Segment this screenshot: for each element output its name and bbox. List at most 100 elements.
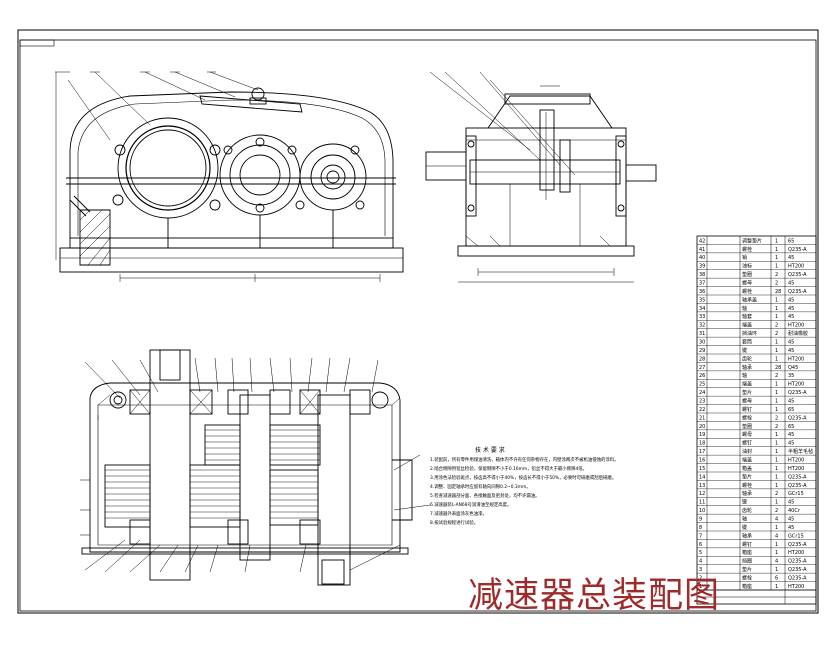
bom-cell-material: GCr15 [788, 491, 804, 497]
inner-border [19, 39, 817, 612]
bom-cell-material: Q235-A [788, 483, 807, 489]
bom-cell-qty: 2 [775, 424, 778, 430]
bom-cell-name: 端盖 [742, 381, 752, 388]
bom-cell-qty: 1 [775, 382, 778, 388]
bom-cell-no: 10 [699, 508, 705, 514]
bom-cell-no: 33 [699, 314, 705, 320]
bom-cell-no: 12 [699, 491, 705, 497]
bom-cell-material: 45 [788, 432, 794, 438]
bom-cell-material: Q235-A [788, 474, 807, 480]
tech-note-line: 6.减速器装L-AN68号润滑油至规定高度。 [430, 501, 511, 508]
bom-cell-qty: 1 [775, 567, 778, 573]
bom-cell-name: 螺母 [742, 279, 752, 286]
bom-cell-name: 齿轮 [742, 355, 752, 362]
bom-cell-qty: 2 [775, 323, 778, 329]
bom-cell-no: 42 [699, 238, 705, 244]
bom-cell-material: Q235-A [788, 575, 807, 581]
bom-cell-no: 27 [699, 365, 705, 371]
bom-cell-name: 垫片 [742, 473, 752, 480]
bom-cell-name: 挡油环 [742, 330, 757, 337]
bom-cell-qty: 2 [775, 508, 778, 514]
bom-cell-qty: 1 [775, 407, 778, 413]
bom-cell-material: Q235-A [788, 567, 807, 573]
bom-cell-qty: 1 [775, 466, 778, 472]
bom-cell-name: 油标 [742, 263, 752, 270]
bom-cell-name: 轴承盖 [742, 296, 757, 303]
outer-border [17, 29, 819, 614]
bom-cell-qty: 1 [775, 348, 778, 354]
bom-cell-material: 45 [788, 348, 794, 354]
bom-cell-qty: 1 [775, 542, 778, 548]
bom-cell-name: 轴 [742, 305, 747, 312]
bom-cell-qty: 1 [775, 247, 778, 253]
bom-cell-name: 轴承 [742, 364, 752, 371]
bom-cell-no: 11 [699, 500, 705, 506]
bom-cell-material: 45 [788, 280, 794, 286]
bom-cell-material: HT200 [788, 466, 804, 472]
bom-cell-qty: 1 [775, 483, 778, 489]
bom-cell-qty: 2 [775, 415, 778, 421]
bom-cell-no: 39 [699, 264, 705, 270]
bom-cell-no: 15 [699, 466, 705, 472]
bom-cell-no: 23 [699, 398, 705, 404]
bom-cell-qty: 28 [775, 365, 781, 371]
bom-cell-name: 挡圈 [742, 558, 752, 565]
front-view [55, 71, 404, 282]
bom-cell-no: 30 [699, 339, 705, 345]
bom-cell-name: 螺母 [742, 431, 752, 438]
bom-cell-name: 螺钉 [742, 406, 752, 413]
bom-cell-material: HT200 [788, 584, 804, 590]
bom-cell-material: 65 [788, 238, 794, 244]
bom-cell-name: 套筒 [742, 338, 752, 345]
tech-note-line: 2.啮合侧隙用铅丝检验，保留侧隙不小于0.16mm，铅丝不得大于最小侧隙4倍。 [430, 465, 587, 472]
bom-cell-material: 40Cr [788, 508, 801, 514]
bom-cell-name: 轴承 [742, 532, 752, 539]
bom-cell-no: 7 [699, 533, 702, 539]
bom-cell-qty: 1 [775, 356, 778, 362]
bom-cell-material: 45 [788, 339, 794, 345]
bom-cell-name: 轴承 [742, 490, 752, 497]
bom-cell-material: GCr15 [788, 533, 804, 539]
bom-cell-qty: 1 [775, 584, 778, 590]
bom-cell-qty: 4 [775, 559, 778, 565]
bom-cell-name: 螺栓 [742, 288, 752, 295]
bom-cell-name: 调整垫片 [742, 237, 762, 244]
bom-cell-material: Q235-A [788, 289, 807, 295]
tech-notes-title: 技 术 要 求 [475, 446, 505, 454]
bom-cell-qty: 6 [775, 575, 778, 581]
tech-note-line: 4.调整、固定轴承时应留有轴向间隙0.2~0.3mm。 [430, 483, 531, 490]
bom-cell-qty: 2 [775, 331, 778, 337]
bom-cell-no: 17 [699, 449, 705, 455]
bom-cell-no: 25 [699, 382, 705, 388]
bom-cell-no: 35 [699, 297, 705, 303]
bom-cell-qty: 2 [775, 491, 778, 497]
bom-cell-name: 螺栓 [742, 574, 752, 581]
bom-cell-name: 轴 [742, 372, 747, 379]
bom-cell-name: 箱座 [742, 549, 752, 556]
bom-cell-no: 22 [699, 407, 705, 413]
bom-cell-name: 垫圈 [742, 423, 752, 430]
section-view [80, 349, 431, 586]
bom-cell-name: 箱盖 [742, 465, 752, 472]
bom-cell-qty: 1 [775, 297, 778, 303]
bom-cell-name: 轴 [742, 515, 747, 522]
bom-cell-name: 键 [742, 499, 747, 506]
bom-cell-name: 键 [742, 347, 747, 354]
bom-cell-material: 半粗羊毛毡 [788, 448, 813, 455]
bom-cell-no: 5 [699, 550, 702, 556]
bom-cell-qty: 1 [775, 457, 778, 463]
bom-cell-no: 18 [699, 441, 705, 447]
bom-cell-qty: 1 [775, 525, 778, 531]
bom-cell-qty: 2 [775, 280, 778, 286]
bom-cell-material: HT200 [788, 550, 804, 556]
bom-cell-name: 箱座 [742, 583, 752, 590]
bom-cell-no: 32 [699, 323, 705, 329]
bom-cell-material: 35 [788, 373, 794, 379]
tech-note-line: 7.减速器外表面涂灰色油漆。 [430, 510, 487, 517]
bom-cell-qty: 1 [775, 441, 778, 447]
bom-cell-no: 29 [699, 348, 705, 354]
bom-cell-qty: 1 [775, 255, 778, 261]
bom-cell-qty: 1 [775, 432, 778, 438]
technical-requirements: 技 术 要 求 1.装配前，所有零件用煤油清洗，箱体内不许有任何杂物存在，内壁涂… [430, 446, 619, 526]
bom-cell-no: 31 [699, 331, 705, 337]
